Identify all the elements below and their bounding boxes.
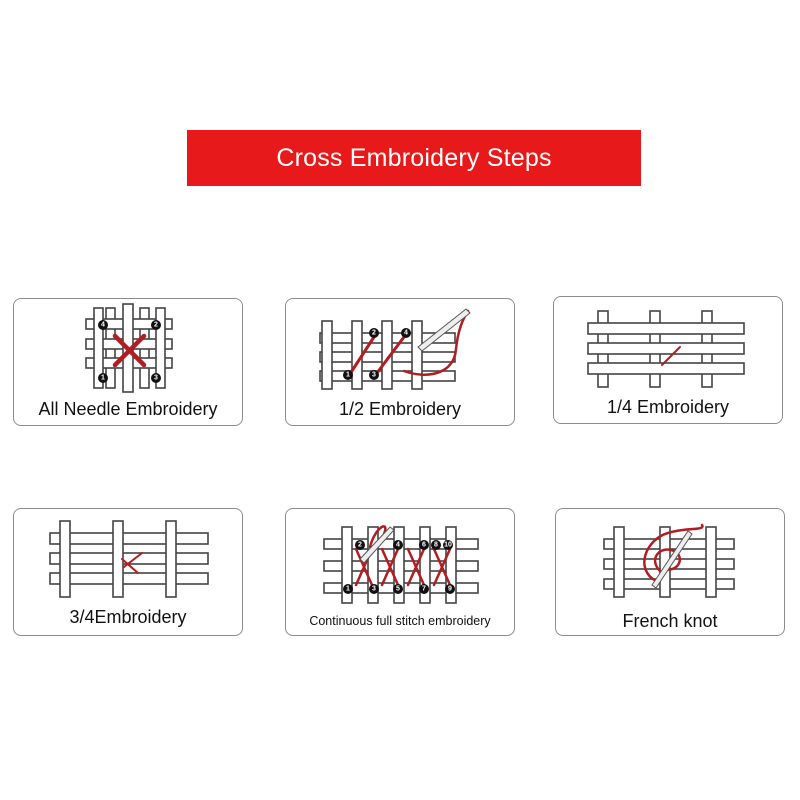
stitch-number: 4	[393, 540, 403, 550]
stitch-number: 10	[443, 540, 453, 550]
french-knot-diagram	[603, 523, 735, 598]
step-label: French knot	[622, 611, 718, 631]
step-card-french-knot: French knot	[555, 508, 785, 636]
step-card-all-needle: 4 2 1 3 All Needle Embroidery	[13, 298, 243, 426]
thread-loop-outer	[643, 523, 704, 583]
stitch-number: 8	[431, 540, 441, 550]
three-quarter-stitch-diagram	[49, 520, 209, 598]
half-stitch-a	[346, 335, 376, 379]
svg-text:9: 9	[448, 586, 452, 593]
svg-text:3: 3	[372, 586, 376, 593]
stitch-number: 6	[419, 540, 429, 550]
svg-text:8: 8	[434, 542, 438, 549]
stitch-number: 2	[355, 540, 365, 550]
step-label: All Needle Embroidery	[38, 399, 218, 419]
continuous-stitch-diagram: 2 4 6 8 10 1 3 5 7 9	[323, 525, 479, 604]
thread-tail	[402, 309, 470, 376]
svg-text:5: 5	[396, 586, 400, 593]
svg-text:3: 3	[154, 375, 158, 382]
step-card-three-quarter: 3/4Embroidery	[13, 508, 243, 636]
fabric-weave	[319, 320, 456, 390]
svg-text:2: 2	[154, 322, 158, 329]
half-stitch-b	[372, 335, 406, 379]
stitch-number: 3	[369, 370, 379, 380]
all-needle-diagram: 4 2 1 3	[85, 303, 173, 393]
step-label: 1/2 Embroidery	[338, 399, 462, 419]
step-label: 3/4Embroidery	[69, 607, 187, 627]
svg-text:4: 4	[404, 330, 408, 337]
needle-icon	[417, 308, 471, 352]
stitch-number: 5	[393, 584, 403, 594]
svg-text:1: 1	[346, 372, 350, 379]
cross-row	[354, 547, 452, 587]
stitch-number: 1	[343, 584, 353, 594]
stitch-number: 3	[369, 584, 379, 594]
half-stitch-diagram: 2 4 1 3	[319, 308, 471, 390]
step-label: 1/4 Embroidery	[606, 397, 730, 417]
knot-wrap	[653, 548, 682, 573]
stitch-number: 4	[98, 320, 108, 330]
quarter-stitch-diagram	[587, 310, 745, 388]
svg-text:2: 2	[372, 330, 376, 337]
fabric-weave	[49, 520, 209, 598]
svg-text:4: 4	[101, 322, 105, 329]
title-banner: Cross Embroidery Steps	[187, 130, 641, 186]
page-title: Cross Embroidery Steps	[276, 143, 552, 172]
stitch-number: 2	[369, 328, 379, 338]
svg-text:7: 7	[422, 586, 426, 593]
svg-text:4: 4	[396, 542, 400, 549]
svg-text:10: 10	[444, 542, 452, 549]
cross-stroke-b	[112, 333, 147, 368]
stitch-number: 3	[151, 373, 161, 383]
quarter-stitch	[661, 346, 681, 366]
svg-text:2: 2	[358, 542, 362, 549]
needle-icon	[359, 526, 395, 564]
step-card-continuous: 2 4 6 8 10 1 3 5 7 9 Continuous full sti…	[285, 508, 515, 636]
svg-text:1: 1	[101, 375, 105, 382]
stitch-number: 7	[419, 584, 429, 594]
step-label: Continuous full stitch embroidery	[309, 614, 491, 628]
stitch-number: 1	[98, 373, 108, 383]
stitch-number: 1	[343, 370, 353, 380]
three-quarter-stitch-a	[121, 558, 139, 574]
svg-text:6: 6	[422, 542, 426, 549]
stitch-number: 2	[151, 320, 161, 330]
svg-text:1: 1	[346, 586, 350, 593]
needle-icon	[651, 530, 693, 589]
stitch-number: 4	[401, 328, 411, 338]
three-quarter-stitch-b	[123, 552, 143, 568]
step-card-half: 2 4 1 3 1/2 Embroidery	[285, 298, 515, 426]
svg-text:3: 3	[372, 372, 376, 379]
stitch-number: 9	[445, 584, 455, 594]
step-card-quarter: 1/4 Embroidery	[553, 296, 783, 424]
fabric-weave	[587, 310, 745, 388]
